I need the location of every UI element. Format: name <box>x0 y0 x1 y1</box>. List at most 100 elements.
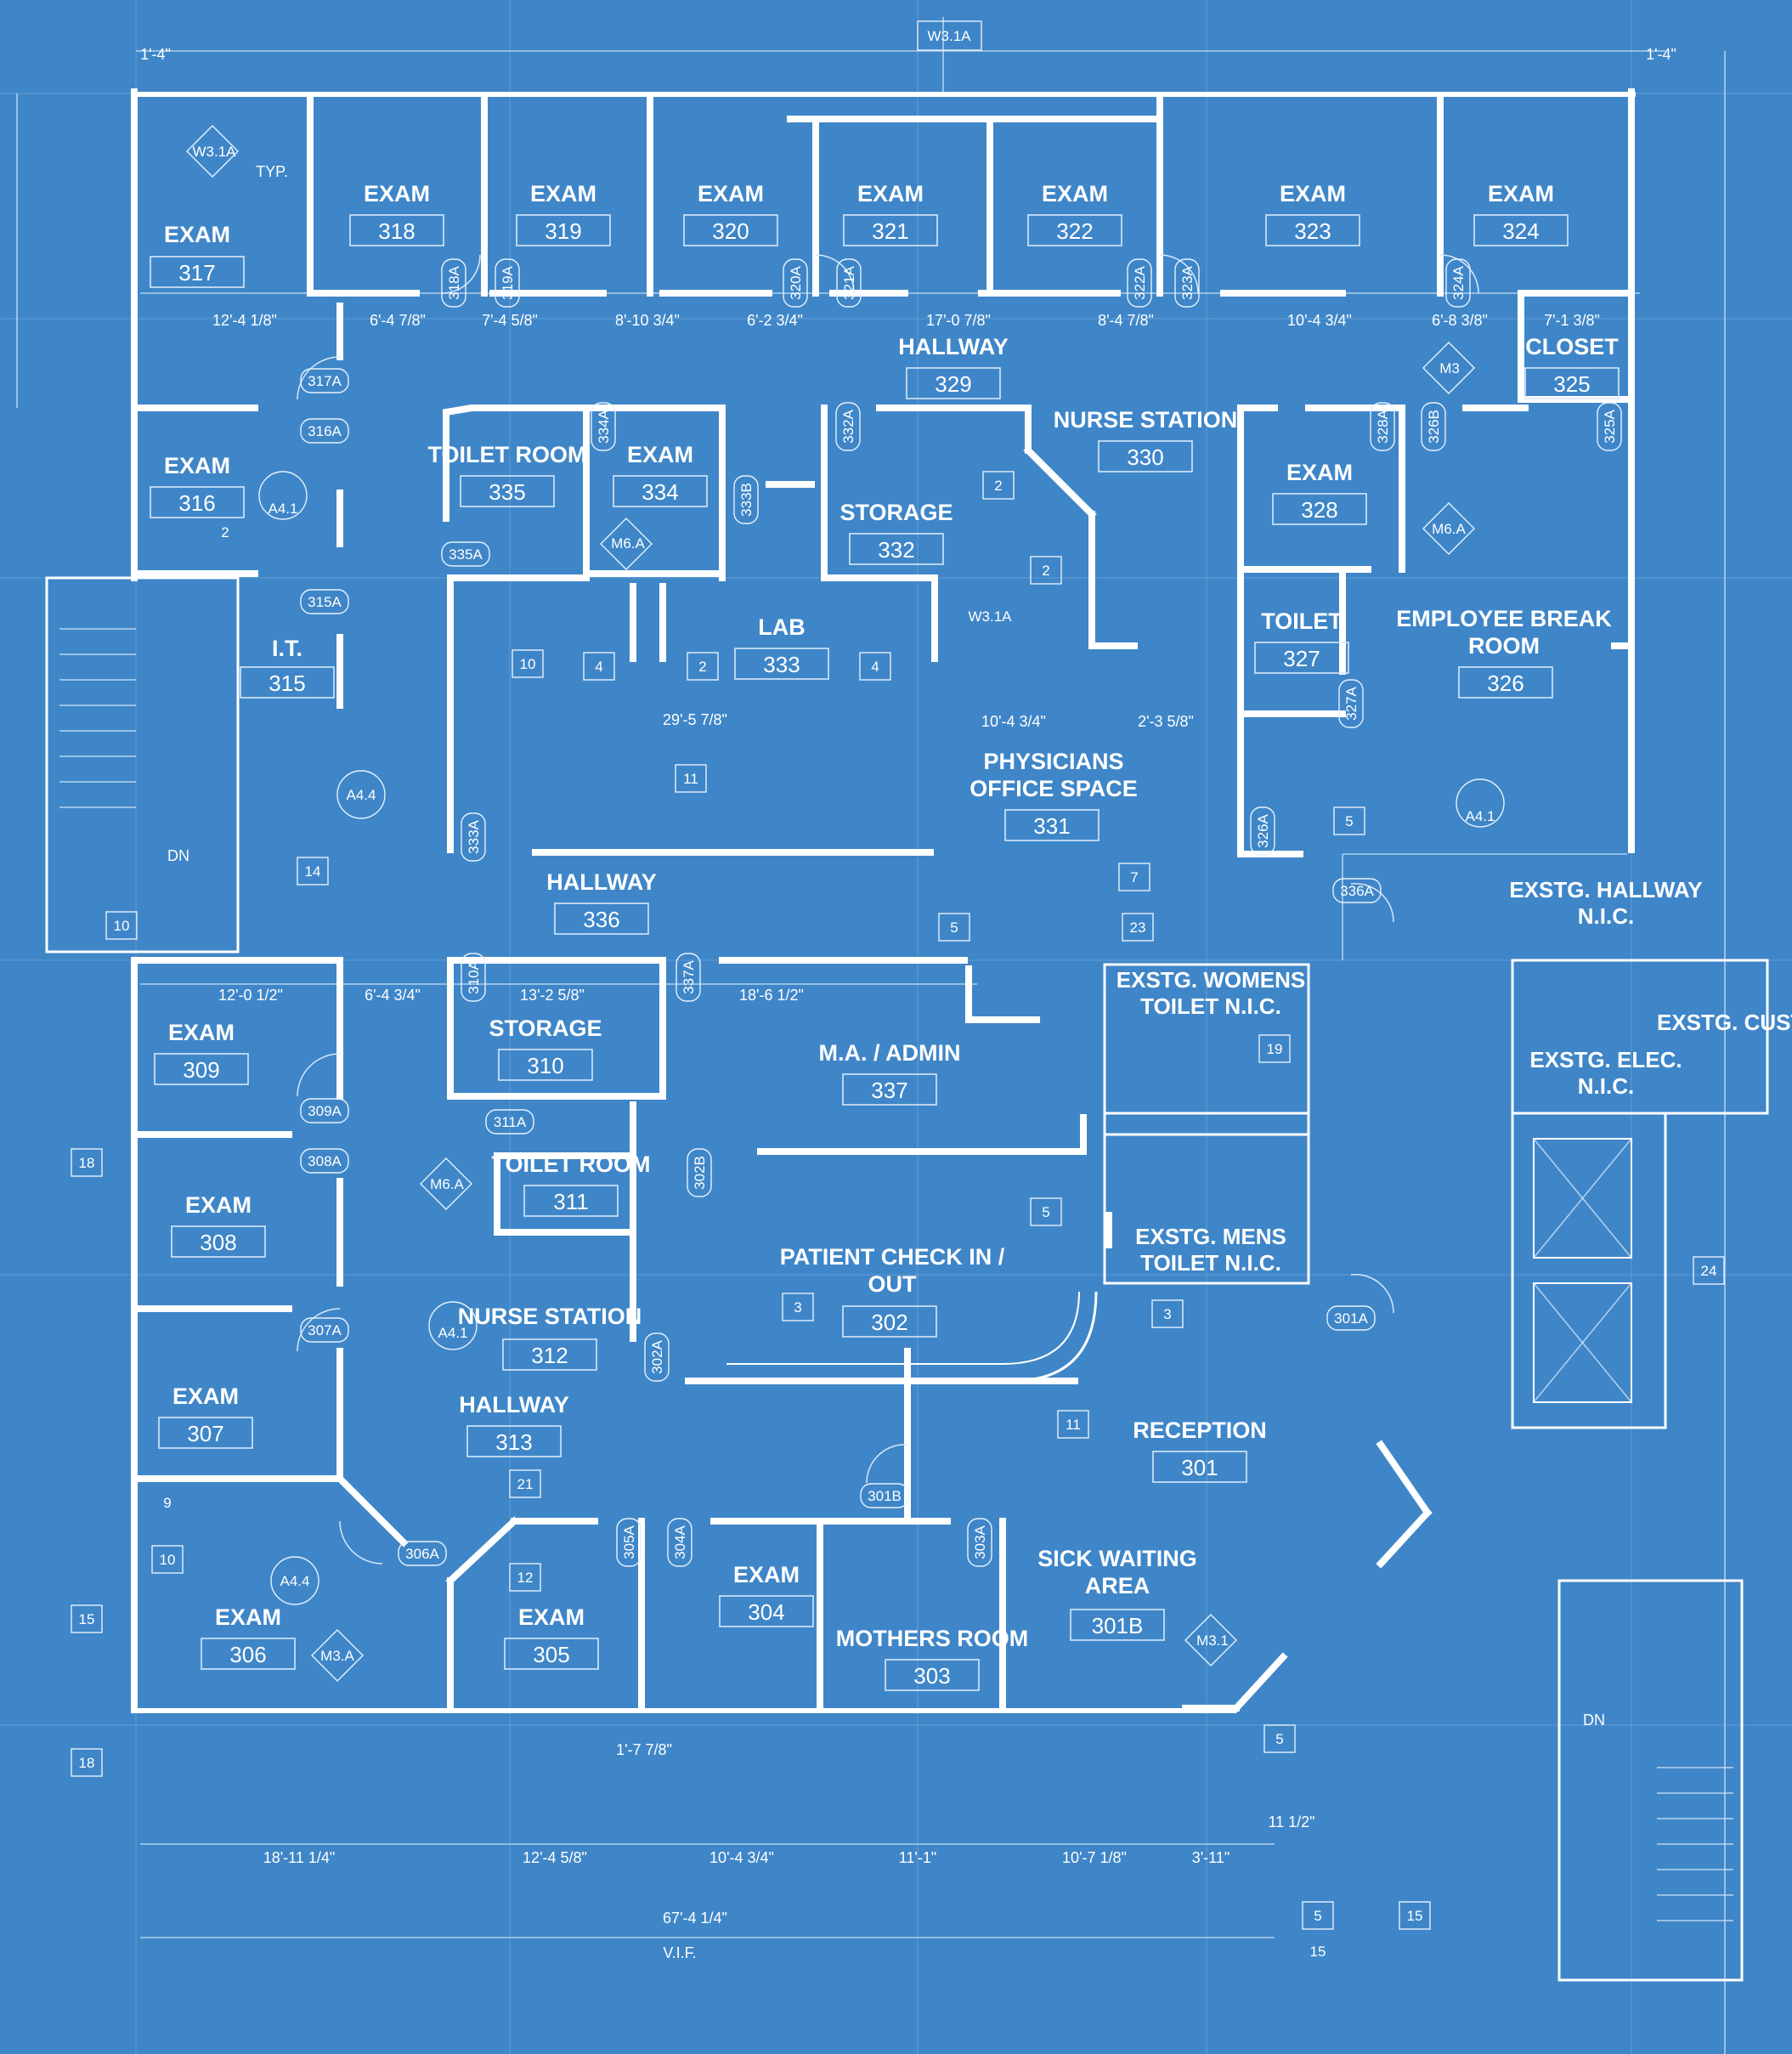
door-tag: 305A <box>621 1525 637 1559</box>
room-name-301: RECEPTION <box>1133 1417 1267 1443</box>
dimension-text: 12'-0 1/2" <box>218 987 283 1004</box>
dimension-text: 6'-8 3/8" <box>1432 312 1488 329</box>
door-tag: 307A <box>308 1322 342 1338</box>
room-name-319: EXAM <box>530 181 596 207</box>
keynote: 4 <box>871 659 879 675</box>
label-vif: V.I.F. <box>663 1944 696 1961</box>
room-number-307: 307 <box>187 1421 223 1446</box>
room-name-306: EXAM <box>215 1604 281 1630</box>
tag-text: W3.1A <box>192 144 236 160</box>
keynote: 5 <box>1042 1204 1049 1220</box>
tag-text: A4.4 <box>347 787 376 803</box>
room-name-331: PHYSICIANS OFFICE SPACE <box>969 749 1138 801</box>
keynote: 15 <box>1407 1908 1423 1924</box>
dimension-text: 10'-4 3/4" <box>709 1849 774 1866</box>
dimension-text: 6'-4 3/4" <box>365 987 421 1004</box>
dimension-text: 1'-7 7/8" <box>616 1741 672 1758</box>
room-number-328: 328 <box>1301 497 1337 523</box>
reception-counter <box>726 1291 1098 1383</box>
tag-text: M6.A <box>611 535 645 552</box>
keynote: 5 <box>950 919 958 936</box>
door-tag: 303A <box>972 1525 988 1559</box>
door-tag: 326B <box>1426 410 1442 444</box>
room-name-326: EMPLOYEE BREAK ROOM <box>1396 606 1612 659</box>
door-tag: 335A <box>449 546 483 563</box>
room-name-316: EXAM <box>164 453 230 478</box>
room-name-317: EXAM <box>164 222 230 247</box>
label-exstg-womens-toilet: EXSTG. WOMENS TOILET N.I.C. <box>1116 967 1306 1019</box>
dimension-text: 8'-10 3/4" <box>615 312 680 329</box>
door-tag: 327A <box>1343 686 1360 720</box>
door-tag: 316A <box>308 423 342 439</box>
door-tag: 302B <box>692 1156 708 1190</box>
door-tag: 309A <box>308 1103 342 1119</box>
room-name-305: EXAM <box>518 1604 585 1630</box>
exterior-walls <box>45 88 1744 1982</box>
room-name-333: LAB <box>758 614 806 640</box>
room-number-313: 313 <box>495 1429 532 1455</box>
room-name-301B: SICK WAITING AREA <box>1037 1546 1197 1598</box>
room-number-306: 306 <box>229 1642 266 1667</box>
dimension-text: 7'-1 3/8" <box>1544 312 1600 329</box>
tag-text: A4.1 <box>1466 808 1495 824</box>
keynote: 2 <box>1042 563 1049 579</box>
door-tag: 315A <box>308 594 342 610</box>
stair-treads <box>59 628 1733 1921</box>
keynote: 18 <box>79 1155 95 1171</box>
reference-tags: W3.1A W3.1A M3 M6.A M6.A W3.1A M6.A M3.A… <box>186 20 1505 1682</box>
room-name-320: EXAM <box>698 181 764 207</box>
keynote: 12 <box>517 1570 534 1586</box>
dimension-text: 3'-11" <box>1192 1849 1230 1866</box>
keynote: 2 <box>221 524 229 540</box>
room-number-330: 330 <box>1127 444 1163 470</box>
dimension-text: 10'-4 3/4" <box>1287 312 1352 329</box>
dimension-text: 6'-4 7/8" <box>370 312 426 329</box>
room-number-323: 323 <box>1294 218 1331 244</box>
door-tag: 328A <box>1375 409 1391 443</box>
room-name-321: EXAM <box>857 181 924 207</box>
dimension-text: 1'-4" <box>1646 46 1676 63</box>
door-tag: 308A <box>308 1153 342 1169</box>
door-tag: 333B <box>738 483 755 517</box>
room-number-315: 315 <box>269 671 305 696</box>
room-number-316: 316 <box>178 490 215 516</box>
door-tag: 333A <box>466 819 482 853</box>
keynote: 15 <box>79 1611 95 1627</box>
dimension-text: 67'-4 1/4" <box>663 1910 727 1927</box>
tag-text: A4.1 <box>438 1325 468 1341</box>
reception-counter-inner <box>726 1291 1080 1365</box>
tag-text: M6.A <box>1432 521 1466 537</box>
label-exstg-hallway: EXSTG. HALLWAY N.I.C. <box>1509 877 1703 929</box>
room-name-324: EXAM <box>1488 181 1554 207</box>
label-exstg-cust: EXSTG. CUST. N.I.C. <box>1657 1010 1792 1035</box>
dimension-text: 10'-7 1/8" <box>1062 1849 1127 1866</box>
room-number-329: 329 <box>935 371 971 397</box>
door-tag: 323A <box>1179 265 1196 299</box>
room-name-327: TOILET <box>1261 608 1343 634</box>
tag-text: M3 <box>1439 360 1460 376</box>
keynote: 10 <box>114 918 130 934</box>
door-tag: 301A <box>1334 1310 1368 1327</box>
room-name-303: MOTHERS ROOM <box>836 1626 1029 1651</box>
dimension-text: 10'-4 3/4" <box>981 713 1046 730</box>
door-tag: 301B <box>868 1488 902 1504</box>
door-tag: 321A <box>841 265 857 299</box>
door-tag: 320A <box>788 265 804 299</box>
keynote: 2 <box>994 478 1002 494</box>
tag-text: M6.A <box>430 1176 464 1192</box>
keynote: 11 <box>683 771 698 787</box>
room-number-337: 337 <box>871 1078 907 1103</box>
keynote: 9 <box>163 1495 171 1511</box>
door-tag: 311A <box>494 1114 527 1130</box>
dimension-text: 11 1/2" <box>1268 1814 1314 1830</box>
dimension-text: 18'-11 1/4" <box>263 1849 336 1866</box>
room-name-308: EXAM <box>185 1192 252 1218</box>
room-name-307: EXAM <box>172 1383 239 1409</box>
room-number-305: 305 <box>533 1642 569 1667</box>
room-number-303: 303 <box>913 1663 950 1689</box>
door-tag: 304A <box>672 1525 688 1559</box>
keynote: 18 <box>79 1755 95 1771</box>
room-number-332: 332 <box>878 537 914 563</box>
room-number-324: 324 <box>1502 218 1539 244</box>
